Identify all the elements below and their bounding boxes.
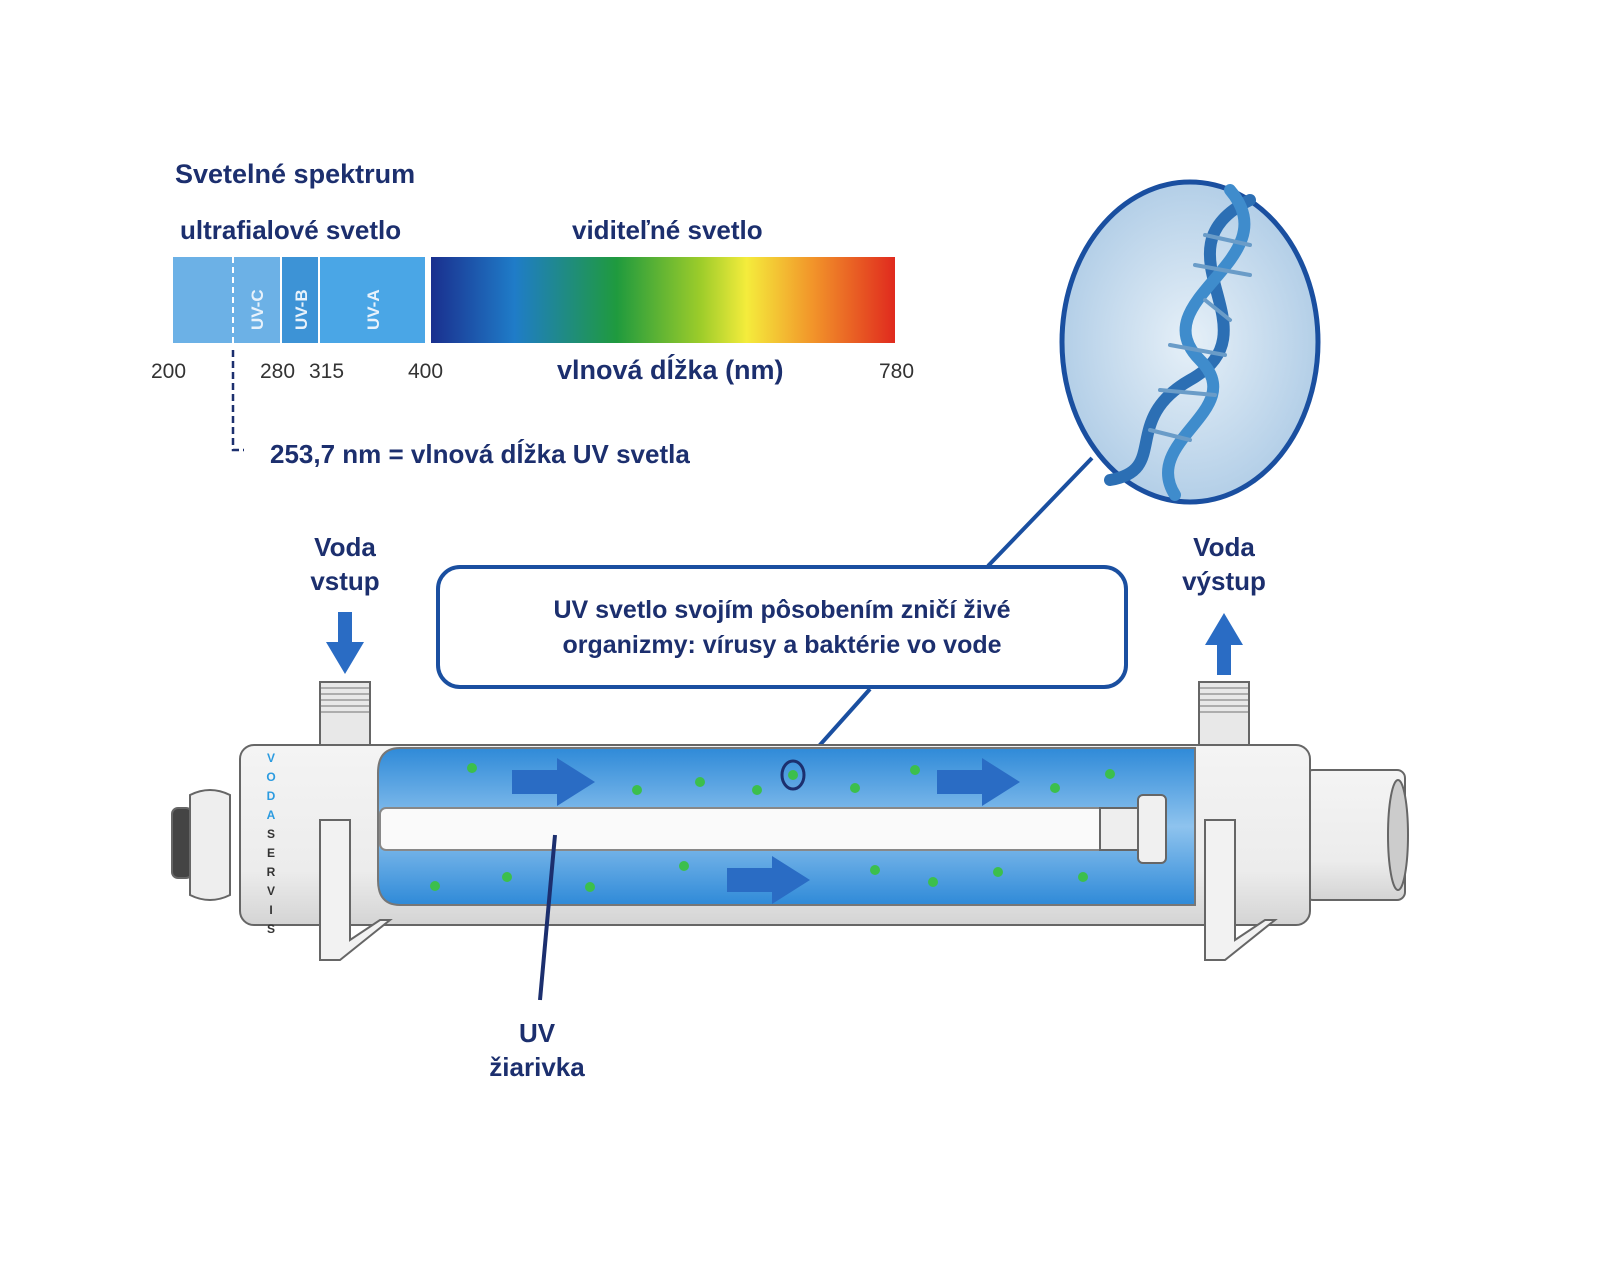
axis-label: vlnová dĺžka (nm) xyxy=(557,353,784,385)
outlet-label-1: Voda xyxy=(1193,532,1255,562)
wavelength-marker-line xyxy=(231,350,244,452)
dna-helix-icon xyxy=(1104,184,1256,501)
inlet-label-1: Voda xyxy=(314,532,376,562)
outlet-label-2: výstup xyxy=(1182,566,1266,596)
lamp-label-1: UV xyxy=(519,1018,556,1048)
uv-lamp xyxy=(379,807,1141,851)
inlet-label-2: vstup xyxy=(310,566,379,596)
uv-light-label: ultrafialové svetlo xyxy=(180,215,401,245)
spectrum-title: Svetelné spektrum xyxy=(175,159,415,189)
tick-315: 315 xyxy=(309,360,344,383)
flow-arrow-icon xyxy=(727,856,810,904)
uv-b-band xyxy=(282,257,318,343)
callout: UV svetlo svojím pôsobením zničí živé or… xyxy=(436,565,1128,767)
uv-b-label: UV-B xyxy=(292,289,311,330)
bacteria xyxy=(430,763,1115,892)
dna-magnifier xyxy=(986,179,1321,568)
tick-280: 280 xyxy=(260,360,295,383)
lamp-pointer xyxy=(538,834,557,1001)
lamp-label-2: žiarivka xyxy=(489,1052,585,1082)
inlet-arrow-icon xyxy=(326,612,364,674)
callout-line-1: UV svetlo svojím pôsobením zničí živé xyxy=(553,596,1010,624)
uv-c-band xyxy=(173,257,280,343)
tick-200: 200 xyxy=(151,360,186,383)
flow-arrow-icon xyxy=(937,758,1020,806)
tick-780: 780 xyxy=(879,360,914,383)
outlet-port xyxy=(1198,681,1250,753)
callout-line-2: organizmy: vírusy a baktérie vo vode xyxy=(562,631,1001,659)
wavelength-annotation: 253,7 nm = vlnová dĺžka UV svetla xyxy=(270,439,690,469)
uv-a-band xyxy=(320,257,425,343)
light-spectrum: Svetelné spektrum ultrafialové svetlo vi… xyxy=(151,159,914,469)
uv-a-label: UV-A xyxy=(364,289,383,330)
flow-arrows xyxy=(512,758,1020,904)
visible-light-label: viditeľné svetlo xyxy=(572,215,763,245)
inlet-port xyxy=(319,681,371,753)
highlight-circle xyxy=(780,759,806,791)
outlet-arrow-icon xyxy=(1205,613,1243,675)
tick-400: 400 xyxy=(408,360,443,383)
flow-arrow-icon xyxy=(512,758,595,806)
uv-c-label: UV-C xyxy=(248,289,267,330)
visible-band xyxy=(431,257,895,343)
uv-sterilizer xyxy=(171,681,1409,961)
